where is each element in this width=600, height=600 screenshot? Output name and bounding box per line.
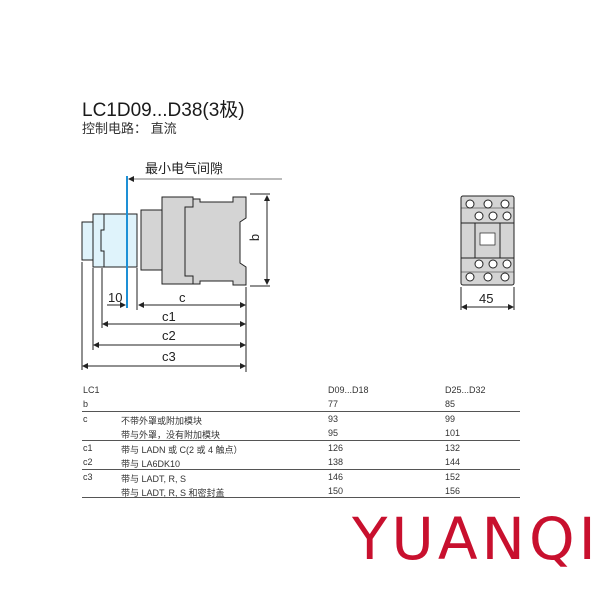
dim-45-label: 45 [479, 291, 494, 306]
front-module [92, 213, 138, 268]
watermark-logo: YUANQI [352, 505, 600, 573]
page-title: LC1D09...D38(3极) [82, 100, 245, 121]
terminal-screws [465, 199, 512, 282]
table-cell: 带与 LADN 或 C(2 或 4 触点） [121, 445, 243, 455]
table-header-model: LC1 [83, 385, 100, 395]
table-cell: 144 [445, 457, 461, 467]
dim-c-label: c [179, 290, 186, 305]
module-outline [100, 214, 105, 267]
divider [82, 440, 520, 441]
table-cell: 85 [445, 399, 456, 409]
table-cell: 带与 LADT, R, S 和密封盖 [121, 488, 225, 498]
table-cell: 99 [445, 414, 456, 424]
table-cell: 带与 LA6DK10 [121, 459, 181, 469]
dim-c1-label: c1 [162, 309, 176, 324]
dim-10-label: 10 [108, 290, 123, 305]
table-cell: c3 [83, 472, 93, 482]
table-cell: b [83, 399, 89, 409]
table-cell: 138 [328, 457, 344, 467]
clearance-label: 最小电气间隙 [145, 161, 224, 176]
table-cell: 126 [328, 443, 344, 453]
divider [82, 469, 520, 470]
table-cell: 77 [328, 399, 339, 409]
contactor-adapter [140, 209, 163, 271]
side-view [460, 195, 515, 310]
page-subtitle: 控制电路： 直流 [82, 121, 177, 136]
table-cell: c1 [83, 443, 93, 453]
table-cell: 150 [328, 486, 344, 496]
table-cell: 93 [328, 414, 339, 424]
divider [82, 497, 520, 498]
dim-c3-label: c3 [162, 349, 176, 364]
table-cell: 156 [445, 486, 461, 496]
table-header-d09: D09...D18 [328, 385, 369, 395]
dim-b-label: b [247, 233, 263, 242]
table-cell: 带与 LADT, R, S [121, 474, 187, 484]
table-cell: c2 [83, 457, 93, 467]
table-cell: 146 [328, 472, 344, 482]
table-cell: 95 [328, 428, 339, 438]
dim-c2-label: c2 [162, 328, 176, 343]
table-cell: 带与外罩，没有附加模块 [121, 430, 221, 440]
divider [82, 411, 520, 412]
contactor-body [161, 196, 247, 286]
table-cell: c [83, 414, 88, 424]
table-cell: 152 [445, 472, 461, 482]
contactor-outline [184, 197, 194, 284]
table-header-d25: D25...D32 [445, 385, 486, 395]
table-cell: 101 [445, 428, 461, 438]
table-cell: 不带外罩或附加模块 [121, 416, 203, 426]
front-module-cap [81, 221, 94, 261]
table-cell: 132 [445, 443, 461, 453]
